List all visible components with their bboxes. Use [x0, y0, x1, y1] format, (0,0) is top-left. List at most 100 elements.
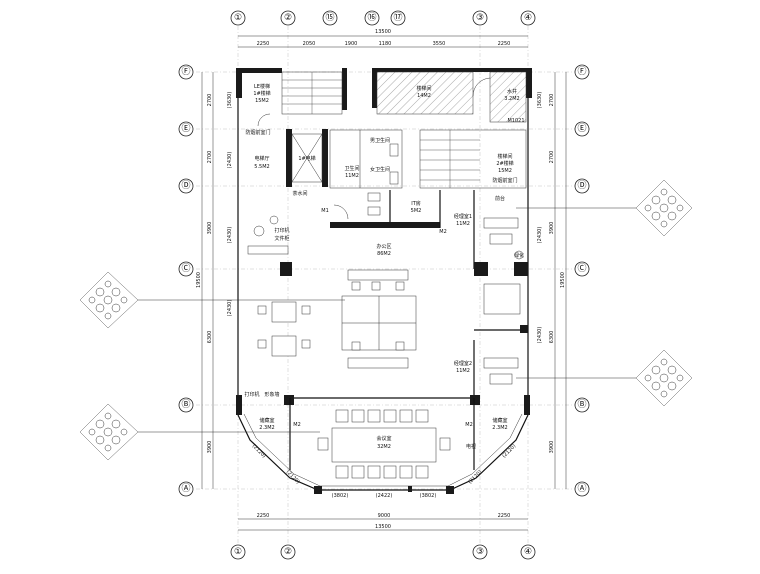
- dim-right-seg: 6300: [549, 331, 555, 344]
- bottom-dimensions: 2250 9000 2250 13500: [238, 513, 528, 531]
- dim-bottom-seg: 2250: [498, 513, 511, 519]
- axis-label: ①: [234, 13, 242, 23]
- axis-label: Ⓒ: [181, 263, 190, 274]
- dim-left-inner: (3630): [227, 92, 233, 109]
- dim-top-seg: 2050: [303, 41, 316, 47]
- axis-label: Ⓔ: [181, 123, 190, 134]
- lift-core: 1#电梯 电梯厅 5.5M2 防烟前室门: [245, 113, 328, 187]
- dim-left-seg: 6300: [207, 331, 213, 344]
- axis-label: ⑰: [393, 12, 402, 23]
- dim-left-seg: 2700: [207, 151, 213, 164]
- door-label: M2: [465, 422, 473, 428]
- room-label: 卫生间: [344, 165, 359, 172]
- ceiling-detail-left-2: [79, 403, 139, 461]
- dim-bottom-total: 13500: [375, 524, 391, 530]
- room-label: 电梯厅: [254, 155, 269, 162]
- room-label: 楼梯间: [416, 85, 431, 92]
- dim-left-inner: (2430): [227, 300, 233, 317]
- dim-top-seg: 1900: [345, 41, 358, 47]
- dim-arc: (3802): [420, 493, 437, 499]
- dim-right-total: 19500: [560, 272, 566, 288]
- stair-1: LE楼梯 1#楼梯 15M2: [253, 71, 343, 115]
- dim-right-seg: 2700: [549, 151, 555, 164]
- right-axis-labels: Ⓕ Ⓔ Ⓓ Ⓒ Ⓑ Ⓐ: [574, 64, 590, 497]
- dim-left-inner: (2430): [227, 152, 233, 169]
- dim-diag: (2120): [285, 469, 301, 485]
- right-dimensions: 2700 2700 3900 6300 3900 19500 (3630) (2…: [537, 72, 567, 489]
- dim-right-seg: 2700: [549, 94, 555, 107]
- dim-left-inner: (2430): [227, 227, 233, 244]
- dim-left-total: 19500: [196, 272, 202, 288]
- room-label: 储藏室: [259, 417, 274, 424]
- axis-label: Ⓑ: [181, 399, 190, 410]
- left-axis-labels: Ⓕ Ⓔ Ⓓ Ⓒ Ⓑ Ⓐ: [178, 64, 194, 497]
- left-dimensions: 2700 2700 3900 6300 3900 19500 (3630) (2…: [196, 72, 233, 489]
- room-label: 茶水间: [292, 190, 307, 197]
- room-label: 32M2: [377, 444, 391, 450]
- top-dimensions: 13500 2250 2050 1900 1180 3550 2250: [238, 29, 528, 48]
- room-label: 女卫生间: [370, 166, 390, 173]
- room-label: 5.5M2: [254, 164, 269, 170]
- ceiling-detail-left-1: [79, 271, 139, 329]
- room-label: 2.3M2: [492, 425, 507, 431]
- room-label: 1#电梯: [298, 155, 315, 162]
- axis-label: ④: [524, 547, 532, 557]
- room-label: 形象墙: [264, 391, 279, 398]
- room-label: 打印机: [274, 227, 289, 234]
- dim-top-seg: 2250: [257, 41, 270, 47]
- dim-left-seg: 2700: [207, 94, 213, 107]
- stair-hatched: 楼梯间 14M2 水井 3.2M2 M1021: [376, 71, 527, 124]
- room-label: 11M2: [456, 368, 470, 374]
- office-area: 办公区 86M2 打印机 文件柜: [247, 215, 417, 369]
- axis-label: Ⓕ: [181, 66, 190, 77]
- dim-right-inner: (3630): [537, 92, 543, 109]
- axis-label: Ⓑ: [577, 399, 586, 410]
- room-label: 会议室: [376, 435, 391, 442]
- room-label: 3.2M2: [504, 96, 519, 102]
- dim-right-seg: 3900: [549, 222, 555, 235]
- room-label: 防烟前室门: [245, 129, 270, 136]
- axis-label: Ⓕ: [577, 66, 586, 77]
- top-axis-labels: ① ② ⑮ ⑯ ⑰ ③ ④: [230, 10, 536, 26]
- ceiling-detail-right-1: [635, 179, 693, 237]
- room-label: 15M2: [255, 98, 269, 104]
- stair-2: 楼梯间 2#楼梯 15M2 防烟前室门: [419, 129, 527, 189]
- dim-top-total: 13500: [375, 29, 391, 35]
- meeting-room: 储藏室 2.3M2 储藏室 2.3M2 M2 M2 电视 打印机 形象墙 会议室…: [244, 391, 517, 499]
- axis-label: ①: [234, 547, 242, 557]
- room-label: 经理室2: [454, 360, 472, 367]
- room-label: 86M2: [377, 251, 391, 257]
- axis-label: ③: [476, 13, 484, 23]
- it-room: IT房 5M2 M1 M2 茶水间: [292, 190, 447, 235]
- axis-label: Ⓓ: [181, 180, 190, 191]
- dim-right-inner: (2430): [537, 227, 543, 244]
- room-label: 2.3M2: [259, 425, 274, 431]
- dim-arc: (2422): [376, 493, 393, 499]
- axis-label: ②: [284, 13, 292, 23]
- bottom-axis-labels: ① ② ③ ④: [230, 544, 536, 560]
- dim-bottom-seg: 2250: [257, 513, 270, 519]
- room-label: 防烟前室门: [492, 177, 517, 184]
- dim-left-seg: 3900: [207, 441, 213, 454]
- ceiling-detail-right-2: [635, 349, 693, 407]
- room-label: 14M2: [417, 93, 431, 99]
- room-label: 11M2: [345, 173, 359, 179]
- dim-right-inner: (2430): [537, 327, 543, 344]
- plant-label: 绿化: [514, 252, 524, 259]
- dim-right-seg: 3900: [549, 441, 555, 454]
- room-label: 经理室1: [454, 213, 472, 220]
- dim-top-seg: 2250: [498, 41, 511, 47]
- dim-bottom-seg: 9000: [378, 513, 391, 519]
- room-label: 5M2: [411, 208, 422, 214]
- axis-label: Ⓓ: [577, 180, 586, 191]
- dim-diag: (2120): [501, 443, 517, 459]
- axis-label: ④: [524, 13, 532, 23]
- room-label: 办公区: [376, 243, 391, 250]
- room-label: 11M2: [456, 221, 470, 227]
- door-label: M1: [321, 208, 329, 214]
- room-label: 楼梯间: [497, 153, 512, 160]
- room-label: LE楼梯: [254, 83, 270, 90]
- door-label: M2: [293, 422, 301, 428]
- room-label: 1#楼梯: [253, 90, 270, 97]
- dim-arc: (3802): [332, 493, 349, 499]
